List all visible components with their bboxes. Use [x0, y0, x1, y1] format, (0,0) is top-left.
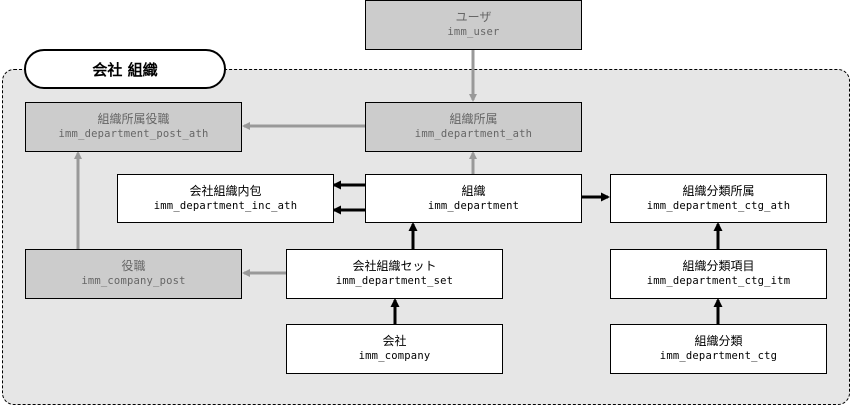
- table-en-name: imm_department_ctg_itm: [646, 275, 791, 287]
- table-en-name: imm_company_post: [81, 275, 186, 287]
- table-en-name: imm_department_ctg: [659, 350, 778, 362]
- table-jp-name: 組織所属: [449, 112, 498, 126]
- table-jp-name: 組織分類所属: [682, 183, 755, 198]
- table-jp-name: 組織分類項目: [682, 259, 755, 273]
- table-imm-user[interactable]: ユーザ imm_user: [365, 0, 582, 50]
- table-imm-department-ath[interactable]: 組織所属 imm_department_ath: [365, 102, 582, 152]
- table-imm-department-post-ath[interactable]: 組織所属役職 imm_department_post_ath: [25, 102, 242, 152]
- group-title: 会社 組織: [24, 49, 226, 89]
- table-jp-name: 会社: [382, 334, 407, 348]
- table-jp-name: ユーザ: [455, 10, 492, 24]
- table-en-name: imm_user: [447, 26, 500, 38]
- table-en-name: imm_department_ctg_ath: [646, 199, 791, 212]
- table-imm-department-ctg-itm[interactable]: 組織分類項目 imm_department_ctg_itm: [610, 249, 827, 299]
- table-en-name: imm_company: [358, 350, 431, 362]
- table-imm-company-post[interactable]: 役職 imm_company_post: [25, 249, 242, 299]
- table-en-name: imm_department_ath: [414, 128, 533, 140]
- table-en-name: imm_department_inc_ath: [153, 199, 298, 212]
- table-imm-department-set[interactable]: 会社組織セット imm_department_set: [286, 249, 503, 299]
- table-en-name: imm_department_set: [335, 275, 454, 287]
- table-jp-name: 会社組織セット: [352, 259, 437, 273]
- table-imm-department[interactable]: 組織 imm_department: [365, 174, 582, 223]
- table-en-name: imm_department: [427, 199, 520, 212]
- table-jp-name: 役職: [121, 259, 146, 273]
- table-imm-department-ctg[interactable]: 組織分類 imm_department_ctg: [610, 324, 827, 374]
- table-jp-name: 組織所属役職: [97, 112, 170, 126]
- table-jp-name: 会社組織内包: [189, 183, 262, 198]
- table-imm-company[interactable]: 会社 imm_company: [286, 324, 503, 374]
- table-imm-department-inc-ath[interactable]: 会社組織内包 imm_department_inc_ath: [117, 174, 334, 223]
- table-imm-department-ctg-ath[interactable]: 組織分類所属 imm_department_ctg_ath: [610, 174, 827, 223]
- table-en-name: imm_department_post_ath: [58, 128, 209, 140]
- table-jp-name: 組織: [461, 183, 486, 198]
- table-jp-name: 組織分類: [694, 334, 743, 348]
